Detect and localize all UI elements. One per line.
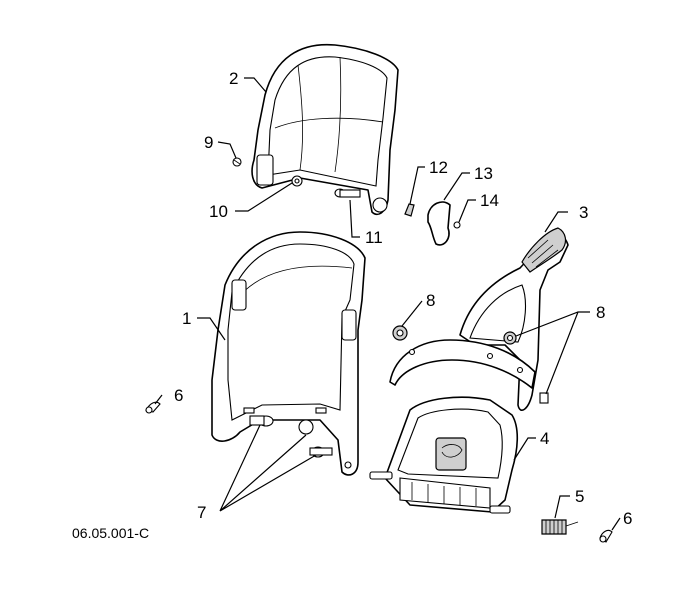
part-14-screw <box>453 221 461 229</box>
callout-8-left: 8 <box>426 291 435 310</box>
drawing-code: 06.05.001-C <box>72 525 149 541</box>
callout-14: 14 <box>480 191 499 210</box>
part-7-pins <box>249 415 333 458</box>
callout-1: 1 <box>182 309 191 328</box>
part-6-clip-left <box>145 401 161 414</box>
callout-11: 11 <box>365 228 383 247</box>
callout-12: 12 <box>429 158 448 177</box>
part-13-lever <box>427 201 451 246</box>
callout-10: 10 <box>209 202 228 221</box>
part-bracket-band <box>389 339 536 389</box>
callout-9: 9 <box>204 133 213 152</box>
part-4-frame-plate <box>369 396 519 514</box>
callout-7: 7 <box>197 503 206 522</box>
part-10-nut <box>291 175 303 187</box>
part-9-screw <box>232 157 242 167</box>
callout-6-left: 6 <box>174 386 183 405</box>
callout-6-right: 6 <box>623 509 632 528</box>
part-12-spring-clip <box>404 203 415 217</box>
leader-lines <box>154 77 621 531</box>
callout-8-right: 8 <box>596 303 605 322</box>
part-2-upper-shell <box>251 43 399 216</box>
part-8-grommet-right <box>503 331 549 404</box>
callout-5: 5 <box>575 487 584 506</box>
part-3-handle-boot <box>459 227 569 411</box>
part-1-lower-shell <box>211 231 366 476</box>
part-11-pin <box>334 188 361 198</box>
callout-4: 4 <box>540 429 549 448</box>
part-8-grommet-left <box>392 325 408 341</box>
part-6-clip-right <box>599 529 613 543</box>
part-5-spring <box>541 519 579 535</box>
callout-3: 3 <box>579 203 588 222</box>
callout-2: 2 <box>229 69 238 88</box>
callout-13: 13 <box>474 164 493 183</box>
